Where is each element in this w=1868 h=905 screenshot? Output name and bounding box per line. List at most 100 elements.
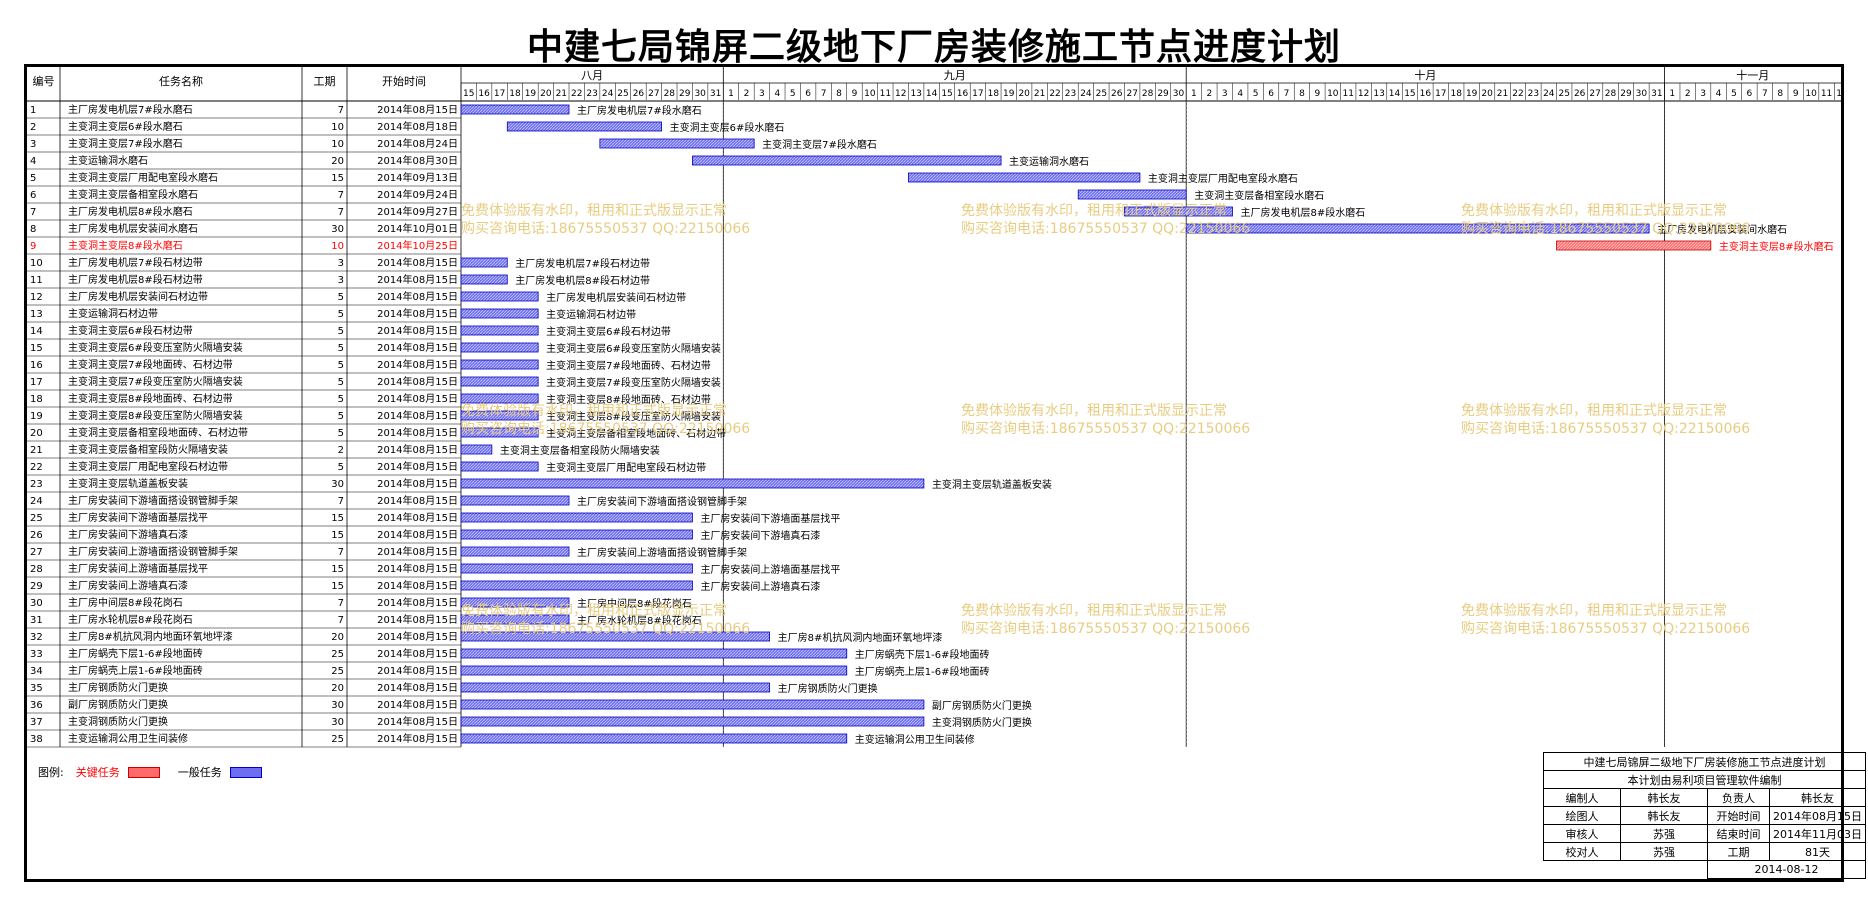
day-tick-label: 20 bbox=[1481, 89, 1493, 99]
task-bar-label: 主变洞钢质防火门更换 bbox=[932, 716, 1032, 729]
day-tick-label: 15 bbox=[1404, 89, 1415, 99]
info-cell: 2014年11月03日 bbox=[1768, 824, 1867, 843]
task-name: 主厂房发电机层8#段水磨石 bbox=[68, 205, 193, 218]
task-name: 主厂房发电机层安装间石材边带 bbox=[68, 290, 208, 303]
task-duration: 7 bbox=[338, 496, 344, 507]
task-id: 8 bbox=[30, 224, 36, 235]
task-duration: 25 bbox=[331, 734, 344, 745]
task-start: 2014年08月15日 bbox=[377, 273, 458, 286]
task-bar-label: 主厂房安装间下游墙面基层找平 bbox=[700, 512, 840, 525]
task-bar-label: 主厂房中间层8#段花岗石 bbox=[577, 597, 692, 610]
info-blank bbox=[1543, 860, 1708, 879]
task-bar-label: 主厂房发电机层安装间石材边带 bbox=[546, 291, 686, 304]
task-duration: 20 bbox=[331, 156, 344, 167]
task-bar bbox=[460, 342, 539, 353]
task-bar-label: 主变洞主变层7#段地面砖、石材边带 bbox=[546, 359, 711, 372]
day-tick-label: 21 bbox=[1497, 89, 1508, 99]
task-bar bbox=[460, 376, 539, 387]
task-bar bbox=[1124, 206, 1233, 217]
task-start: 2014年08月15日 bbox=[377, 715, 458, 728]
task-bar-label: 主厂房发电机层8#段石材边带 bbox=[515, 274, 650, 287]
task-bar bbox=[460, 325, 539, 336]
task-bar-label: 主厂房发电机层安装间水磨石 bbox=[1657, 223, 1787, 236]
info-subtitle: 本计划由易利项目管理软件编制 bbox=[1542, 770, 1867, 789]
task-duration: 15 bbox=[331, 513, 344, 524]
task-start: 2014年08月15日 bbox=[377, 613, 458, 626]
task-start: 2014年08月15日 bbox=[377, 664, 458, 677]
day-tick-label: 11 bbox=[1821, 89, 1832, 99]
task-bar-label: 主变运输洞公用卫生间装修 bbox=[855, 733, 975, 746]
day-tick-label: 25 bbox=[617, 89, 628, 99]
task-name: 主厂房8#机抗风洞内地面环氧地坪漆 bbox=[68, 630, 233, 643]
task-id: 38 bbox=[30, 734, 43, 745]
task-name: 主厂房安装间下游墙面搭设钢管脚手架 bbox=[68, 494, 238, 507]
day-tick-label: 27 bbox=[1589, 89, 1600, 99]
task-duration: 7 bbox=[338, 598, 344, 609]
task-name: 主厂房发电机层7#段石材边带 bbox=[68, 256, 203, 269]
task-start: 2014年08月30日 bbox=[377, 154, 458, 167]
day-tick-label: 16 bbox=[478, 89, 490, 99]
task-start: 2014年08月15日 bbox=[377, 698, 458, 711]
task-duration: 5 bbox=[338, 360, 344, 371]
task-duration: 10 bbox=[331, 139, 344, 150]
task-name: 主变洞主变层8#段地面砖、石材边带 bbox=[68, 392, 233, 405]
month-label: 八月 bbox=[581, 69, 603, 82]
task-duration: 30 bbox=[331, 479, 344, 490]
task-id: 31 bbox=[30, 615, 43, 626]
task-bar bbox=[460, 104, 570, 115]
day-tick-label: 1 bbox=[1191, 89, 1197, 99]
task-duration: 30 bbox=[331, 700, 344, 711]
task-bar bbox=[1077, 189, 1187, 200]
task-start: 2014年08月15日 bbox=[377, 290, 458, 303]
task-name: 主变洞主变层6#段水磨石 bbox=[68, 120, 183, 133]
task-bar-label: 主厂房钢质防火门更换 bbox=[778, 682, 878, 695]
day-tick-label: 25 bbox=[1096, 89, 1107, 99]
day-tick-label: 16 bbox=[1420, 89, 1432, 99]
task-id: 23 bbox=[30, 479, 43, 490]
task-id: 7 bbox=[30, 207, 36, 218]
task-bar-label: 主厂房安装间上游墙面基层找平 bbox=[700, 563, 840, 576]
task-id: 35 bbox=[30, 683, 43, 694]
task-bar bbox=[460, 308, 539, 319]
task-start: 2014年09月27日 bbox=[377, 205, 458, 218]
task-duration: 15 bbox=[331, 564, 344, 575]
task-bar-label: 主变洞主变层备相室段水磨石 bbox=[1194, 189, 1324, 202]
task-start: 2014年08月15日 bbox=[377, 579, 458, 592]
day-tick-label: 27 bbox=[1126, 89, 1137, 99]
task-duration: 15 bbox=[331, 173, 344, 184]
task-bar bbox=[1185, 223, 1650, 234]
task-start: 2014年08月15日 bbox=[377, 358, 458, 371]
task-bar bbox=[692, 155, 1002, 166]
task-id: 13 bbox=[30, 309, 43, 320]
task-bar bbox=[460, 665, 848, 676]
day-tick-label: 19 bbox=[525, 89, 537, 99]
task-name: 主厂房安装间下游墙真石漆 bbox=[68, 528, 188, 541]
task-id: 2 bbox=[30, 122, 36, 133]
day-tick-label: 1 bbox=[728, 89, 734, 99]
day-tick-label: 18 bbox=[1451, 89, 1463, 99]
task-bar-label: 主厂房发电机层7#段石材边带 bbox=[515, 257, 650, 270]
task-bar bbox=[460, 427, 539, 438]
day-tick-label: 2 bbox=[1206, 89, 1212, 99]
task-bar-label: 主变洞主变层8#段地面砖、石材边带 bbox=[546, 393, 711, 406]
task-name: 主变运输洞公用卫生间装修 bbox=[68, 732, 188, 745]
task-duration: 5 bbox=[338, 428, 344, 439]
day-tick-label: 20 bbox=[1018, 89, 1030, 99]
day-tick-label: 20 bbox=[540, 89, 552, 99]
task-id: 20 bbox=[30, 428, 43, 439]
task-start: 2014年08月15日 bbox=[377, 511, 458, 524]
day-tick-label: 22 bbox=[1512, 89, 1523, 99]
task-bar-label: 主厂房安装间上游墙面搭设钢管脚手架 bbox=[577, 546, 747, 559]
month-label: 十月 bbox=[1414, 68, 1436, 82]
legend-critical-label: 关键任务 bbox=[75, 766, 120, 779]
day-tick-label: 18 bbox=[509, 89, 521, 99]
day-tick-label: 30 bbox=[1636, 89, 1648, 99]
task-bar-label: 主变洞主变层厂用配电室段石材边带 bbox=[546, 461, 706, 474]
task-name: 主变洞主变层8#段变压室防火隔墙安装 bbox=[68, 409, 243, 422]
task-duration: 7 bbox=[338, 105, 344, 116]
day-tick-label: 4 bbox=[1716, 89, 1722, 99]
task-id: 24 bbox=[30, 496, 43, 507]
task-bar-label: 主变洞主变层7#段变压室防火隔墙安装 bbox=[546, 376, 721, 389]
task-bar-label: 主厂房蜗壳下层1-6#段地面砖 bbox=[855, 648, 990, 661]
task-bar bbox=[460, 682, 771, 693]
